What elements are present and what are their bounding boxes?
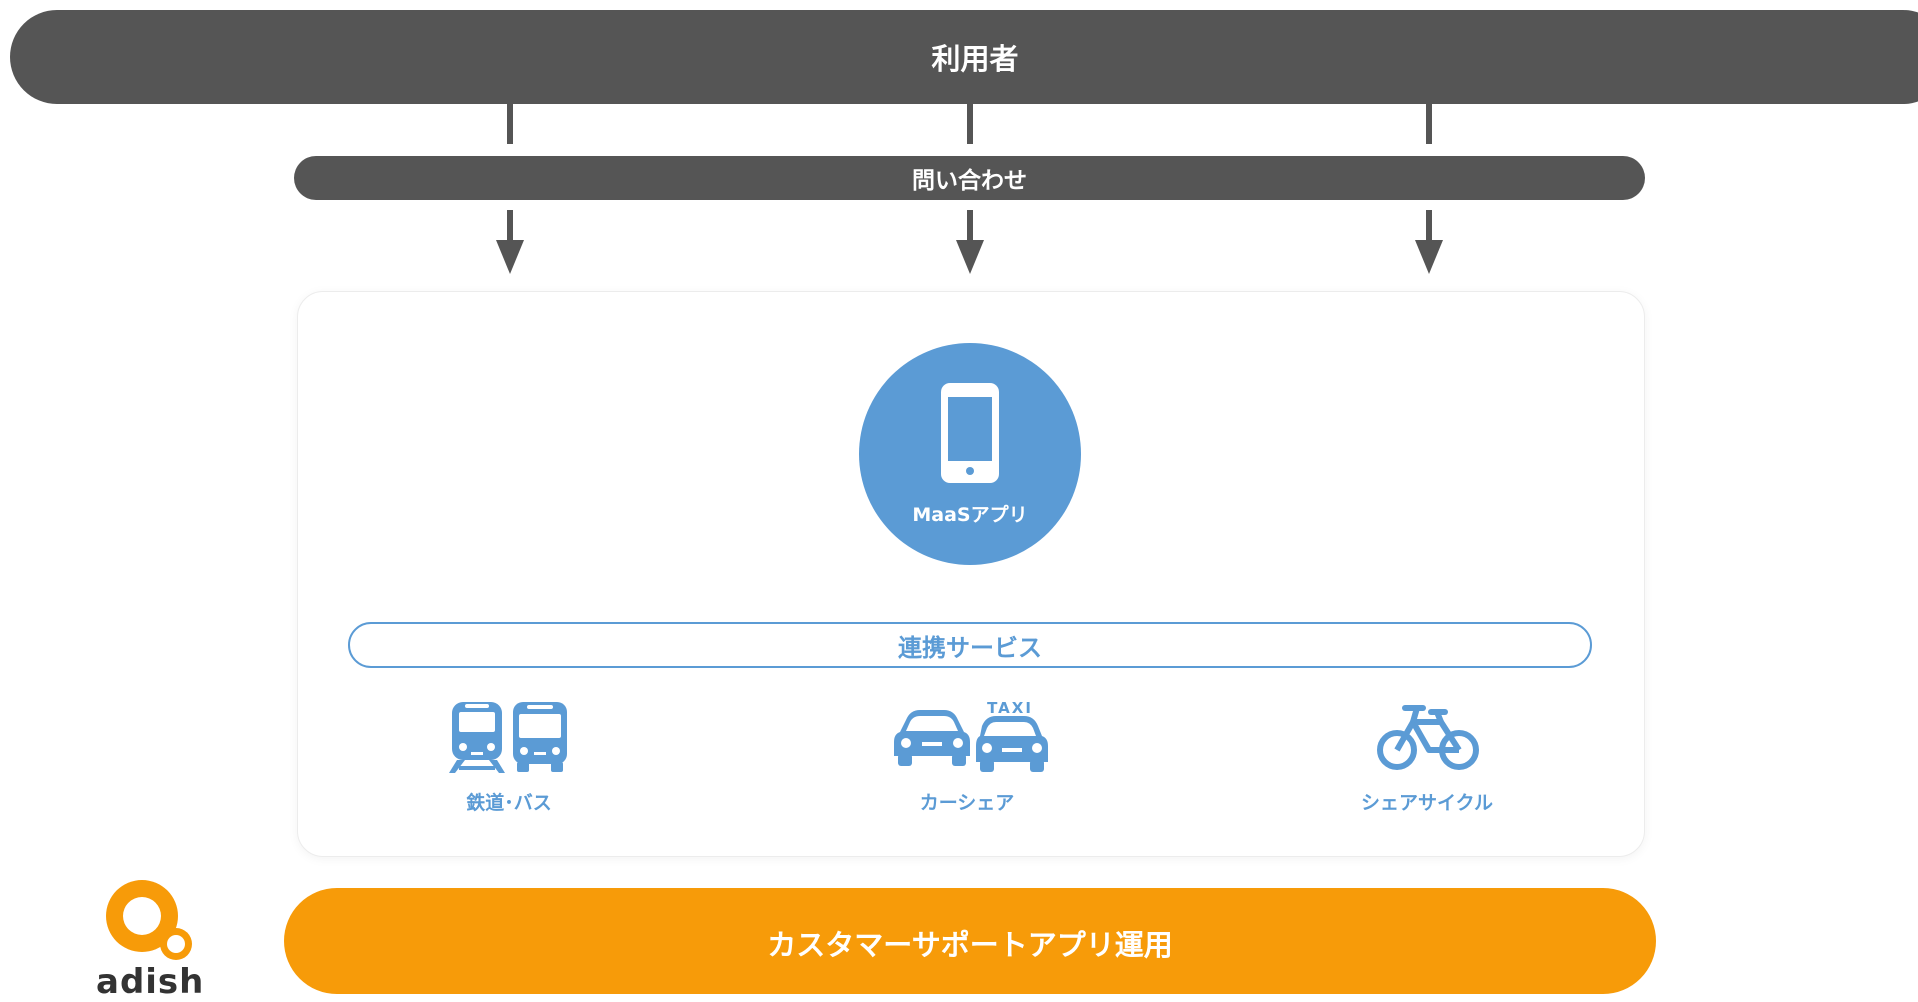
taxi-badge: TAXI bbox=[987, 699, 1033, 717]
down-arrow-icon bbox=[1415, 210, 1443, 274]
linked-services-title: 連携サービス bbox=[898, 633, 1042, 662]
down-arrow-icon bbox=[956, 210, 984, 274]
user-bar: 利用者 bbox=[10, 10, 1918, 104]
customer-support-label: カスタマーサポートアプリ運用 bbox=[767, 928, 1173, 962]
linked-services-header: 連携サービス bbox=[348, 622, 1592, 668]
maas-app-node: MaaSアプリ bbox=[859, 343, 1081, 565]
down-arrow-icon bbox=[496, 210, 524, 274]
adish-logo-text: adish bbox=[96, 962, 205, 1002]
adish-logo-icon bbox=[106, 880, 192, 960]
connector-line-right bbox=[1426, 104, 1432, 144]
maas-app-label: MaaSアプリ bbox=[912, 504, 1028, 526]
inquiry-bar: 問い合わせ bbox=[294, 156, 1645, 200]
service-label-train-bus: 鉄道･バス bbox=[466, 792, 552, 814]
car-taxi-icon bbox=[894, 710, 1048, 772]
connector-line-left bbox=[507, 104, 513, 144]
user-bar-label: 利用者 bbox=[931, 42, 1019, 76]
bicycle-icon bbox=[1377, 705, 1479, 770]
inquiry-bar-label: 問い合わせ bbox=[912, 168, 1027, 194]
smartphone-icon bbox=[941, 383, 999, 483]
connector-line-center bbox=[967, 104, 973, 144]
service-label-bike-share: シェアサイクル bbox=[1360, 792, 1494, 814]
train-bus-icon bbox=[449, 702, 567, 773]
service-label-car-share: カーシェア bbox=[919, 792, 1015, 814]
customer-support-bar: カスタマーサポートアプリ運用 bbox=[284, 888, 1656, 994]
